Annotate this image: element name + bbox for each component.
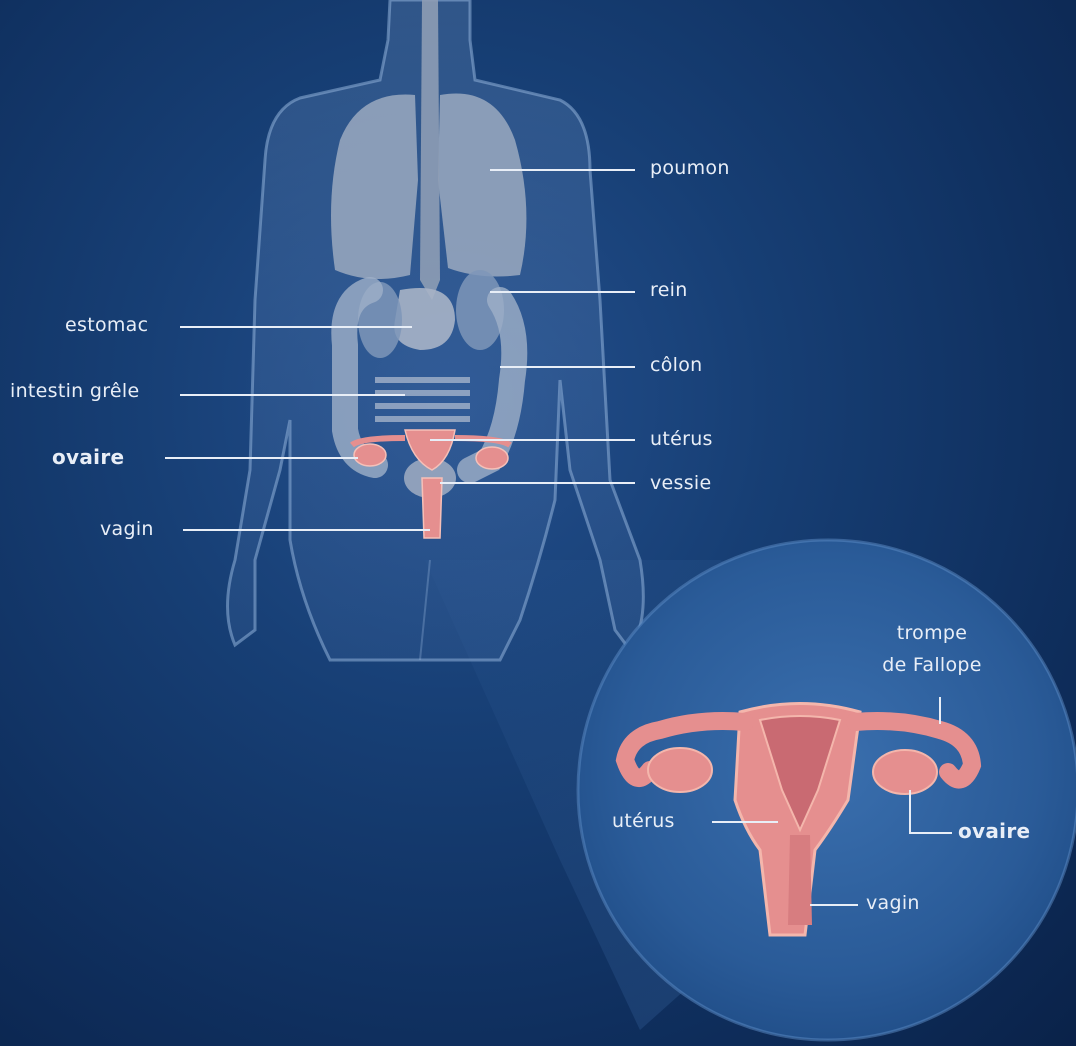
ovary-right	[873, 750, 937, 794]
trachea	[420, 0, 440, 300]
stomach	[394, 288, 455, 350]
zoom-label-uterus: utérus	[612, 810, 675, 832]
zoom-label-vagin: vagin	[866, 892, 920, 914]
zoom-label-trompe-line2: de Fallope	[868, 654, 996, 676]
zoom-label-trompe-line1: trompe	[872, 622, 992, 644]
label-intestin-grele: intestin grêle	[10, 380, 139, 402]
label-vagin: vagin	[100, 518, 154, 540]
ovary-left	[648, 748, 712, 792]
label-estomac: estomac	[65, 314, 148, 336]
label-vessie: vessie	[650, 472, 712, 494]
zoom-label-ovaire: ovaire	[958, 820, 1030, 842]
label-rein: rein	[650, 279, 688, 301]
label-uterus: utérus	[650, 428, 713, 450]
label-ovaire: ovaire	[52, 446, 124, 468]
label-colon: côlon	[650, 354, 703, 376]
label-poumon: poumon	[650, 157, 730, 179]
